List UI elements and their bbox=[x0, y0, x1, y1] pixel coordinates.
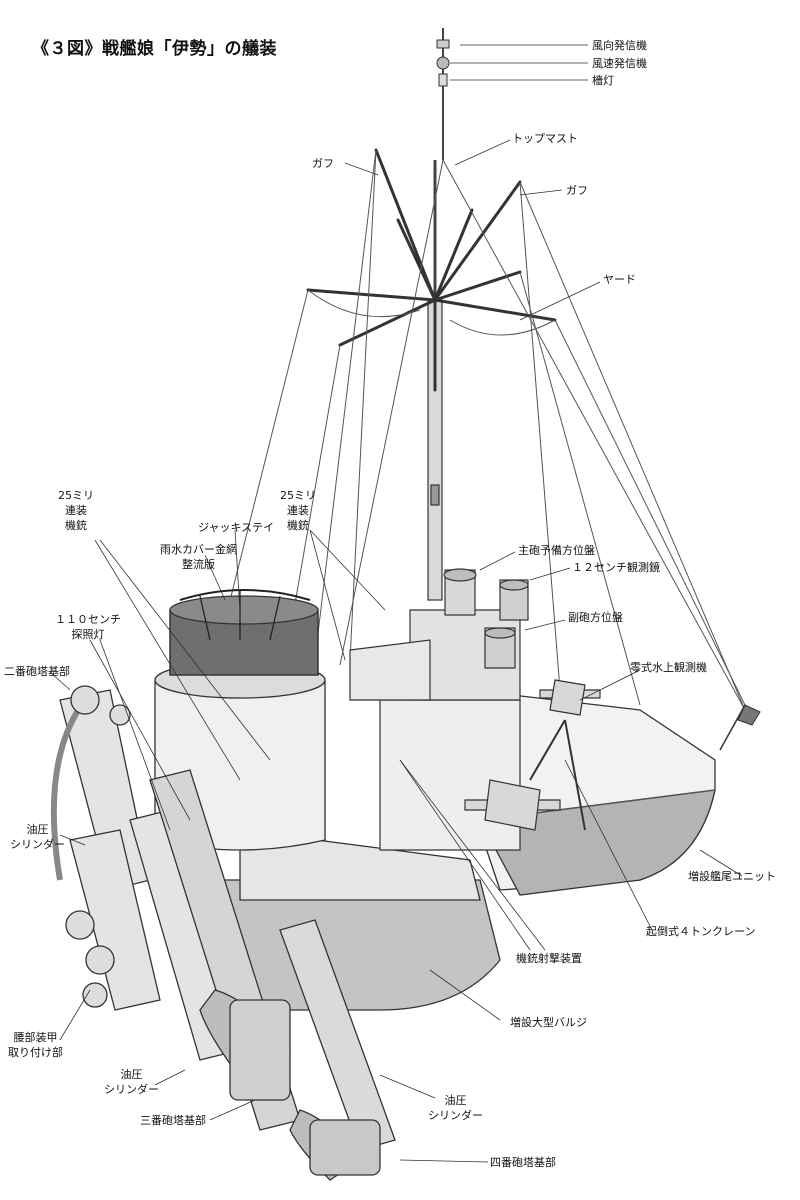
label-rain-cover: 雨水カバー金網 整流版 bbox=[160, 543, 237, 571]
label-secondary-director: 副砲方位盤 bbox=[568, 611, 623, 624]
label-hydraulic-cylinder-bottom-right: 油圧 シリンダー bbox=[428, 1094, 483, 1122]
mast-top-instruments bbox=[436, 28, 450, 160]
label-turret3-base: 三番砲塔基部 bbox=[140, 1114, 206, 1127]
label-floatplane: 零式水上観測機 bbox=[630, 661, 707, 674]
label-hydraulic-cylinder-left: 油圧 シリンダー bbox=[10, 823, 65, 851]
crane-drawing bbox=[529, 719, 586, 831]
label-turret2-base: 二番砲塔基部 bbox=[4, 665, 70, 678]
label-mg-shooting-device: 機銃射撃装置 bbox=[516, 952, 582, 965]
label-folding-crane: 起倒式４トンクレーン bbox=[646, 925, 756, 938]
label-gaff-right: ガフ bbox=[566, 184, 588, 197]
label-waist-armor-mount: 腰部装甲 取り付け部 bbox=[8, 1031, 63, 1059]
label-leader-lines bbox=[49, 44, 743, 1163]
bulge-hull bbox=[189, 829, 501, 1011]
label-110cm-searchlight: １１０センチ 探照灯 bbox=[55, 613, 121, 641]
label-wind-direction-transmitter: 風向発信機 bbox=[592, 39, 647, 52]
bridge-superstructure bbox=[349, 568, 529, 851]
label-topmast: トップマスト bbox=[512, 132, 578, 145]
label-mast-light: 檣灯 bbox=[592, 74, 614, 87]
label-main-gun-director: 主砲予備方位盤 bbox=[518, 544, 595, 557]
label-turret4-base: 四番砲塔基部 bbox=[490, 1156, 556, 1169]
label-12cm-rangefinder: １２センチ観測鏡 bbox=[572, 561, 660, 574]
label-gaff-left: ガフ bbox=[312, 157, 334, 170]
label-yard: ヤード bbox=[603, 273, 636, 286]
gaffs-and-yards bbox=[306, 148, 557, 392]
floatplane-drawing bbox=[464, 679, 601, 831]
label-large-bulge: 増設大型バルジ bbox=[510, 1016, 587, 1029]
stern-flag bbox=[719, 704, 761, 751]
label-25mm-aa-gun-left: 25ミリ 連装 機銃 bbox=[58, 489, 94, 532]
main-mast bbox=[427, 160, 443, 601]
label-hydraulic-cylinder-bottom-left: 油圧 シリンダー bbox=[104, 1068, 159, 1096]
label-wind-speed-transmitter: 風速発信機 bbox=[592, 57, 647, 70]
label-stern-unit: 増設艦尾ユニット bbox=[688, 870, 776, 883]
rigging-wires bbox=[204, 149, 746, 711]
label-25mm-aa-gun-right: 25ミリ 連装 機銃 bbox=[280, 489, 316, 532]
hydraulic-legs bbox=[50, 685, 396, 1181]
stern-unit-hull bbox=[469, 689, 716, 896]
label-jack-stay: ジャッキステイ bbox=[198, 521, 275, 534]
figure-title: 《３図》戦艦娘「伊勢」の艤装 bbox=[32, 39, 277, 59]
